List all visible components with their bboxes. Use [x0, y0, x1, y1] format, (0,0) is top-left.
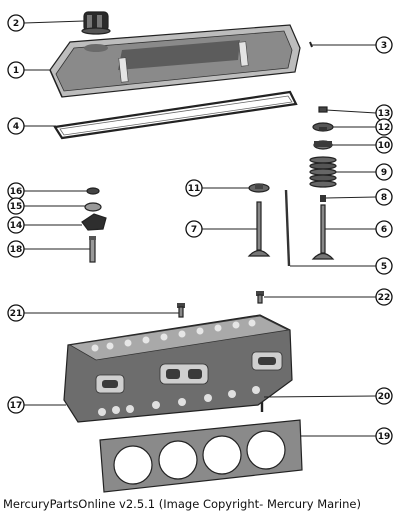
rocker-cover-gasket — [53, 90, 298, 140]
callout-1: 1 — [7, 61, 25, 79]
cylinder-head-gasket — [99, 419, 303, 493]
callout-8: 8 — [375, 188, 393, 206]
valve-seal — [313, 140, 333, 150]
valve-lock — [318, 106, 328, 113]
valve-spring-retainer — [312, 122, 334, 132]
valve-key — [320, 195, 326, 202]
callout-2: 2 — [7, 14, 25, 32]
svg-text:17: 17 — [10, 401, 23, 411]
svg-text:10: 10 — [378, 141, 391, 151]
push-rod — [284, 189, 291, 267]
svg-text:18: 18 — [10, 245, 23, 255]
copyright-footer: MercuryPartsOnline v2.5.1 (Image Copyrig… — [3, 497, 361, 511]
callout-19: 19 — [375, 427, 393, 445]
rocker-arm — [81, 213, 107, 231]
callout-14: 14 — [7, 216, 25, 234]
callout-5: 5 — [375, 257, 393, 275]
rocker-nut — [86, 187, 100, 195]
callout-4: 4 — [7, 117, 25, 135]
callout-15: 15 — [7, 197, 25, 215]
callout-22: 22 — [375, 288, 393, 306]
svg-text:11: 11 — [188, 184, 201, 194]
callout-9: 9 — [375, 163, 393, 181]
svg-text:8: 8 — [381, 193, 387, 203]
oil-filler-cap — [81, 11, 111, 35]
svg-text:5: 5 — [381, 262, 387, 272]
valve-rocker-cover — [49, 24, 301, 98]
callout-3: 3 — [375, 36, 393, 54]
valve-spring — [309, 156, 337, 188]
svg-text:1: 1 — [13, 66, 19, 76]
callout-16: 16 — [7, 182, 25, 200]
svg-text:13: 13 — [378, 109, 391, 119]
svg-text:3: 3 — [381, 41, 387, 51]
callout-7: 7 — [185, 220, 203, 238]
svg-text:7: 7 — [191, 225, 197, 235]
callout-18: 18 — [7, 240, 25, 258]
svg-text:12: 12 — [378, 123, 391, 133]
svg-text:14: 14 — [10, 221, 23, 231]
callout-21: 21 — [7, 304, 25, 322]
callout-10: 10 — [375, 136, 393, 154]
callout-20: 20 — [375, 387, 393, 405]
rocker-stud — [89, 236, 96, 263]
svg-text:20: 20 — [378, 392, 391, 402]
svg-text:15: 15 — [10, 202, 23, 212]
callout-11: 11 — [185, 179, 203, 197]
rotator — [248, 183, 270, 193]
svg-text:6: 6 — [381, 225, 387, 235]
cylinder-head-bolt — [177, 303, 185, 318]
svg-text:19: 19 — [378, 432, 391, 442]
svg-text:21: 21 — [10, 309, 23, 319]
svg-text:16: 16 — [10, 187, 23, 197]
svg-text:22: 22 — [378, 293, 391, 303]
cylinder-head — [63, 314, 293, 423]
cylinder-head-bolt-short — [256, 291, 264, 304]
callout-6: 6 — [375, 220, 393, 238]
rocker-ball — [84, 202, 102, 212]
svg-text:2: 2 — [13, 19, 19, 29]
intake-valve — [311, 204, 335, 260]
callout-17: 17 — [7, 396, 25, 414]
exhaust-valve — [247, 201, 271, 257]
callout-12: 12 — [375, 118, 393, 136]
svg-text:4: 4 — [13, 122, 19, 132]
svg-text:9: 9 — [381, 168, 387, 178]
